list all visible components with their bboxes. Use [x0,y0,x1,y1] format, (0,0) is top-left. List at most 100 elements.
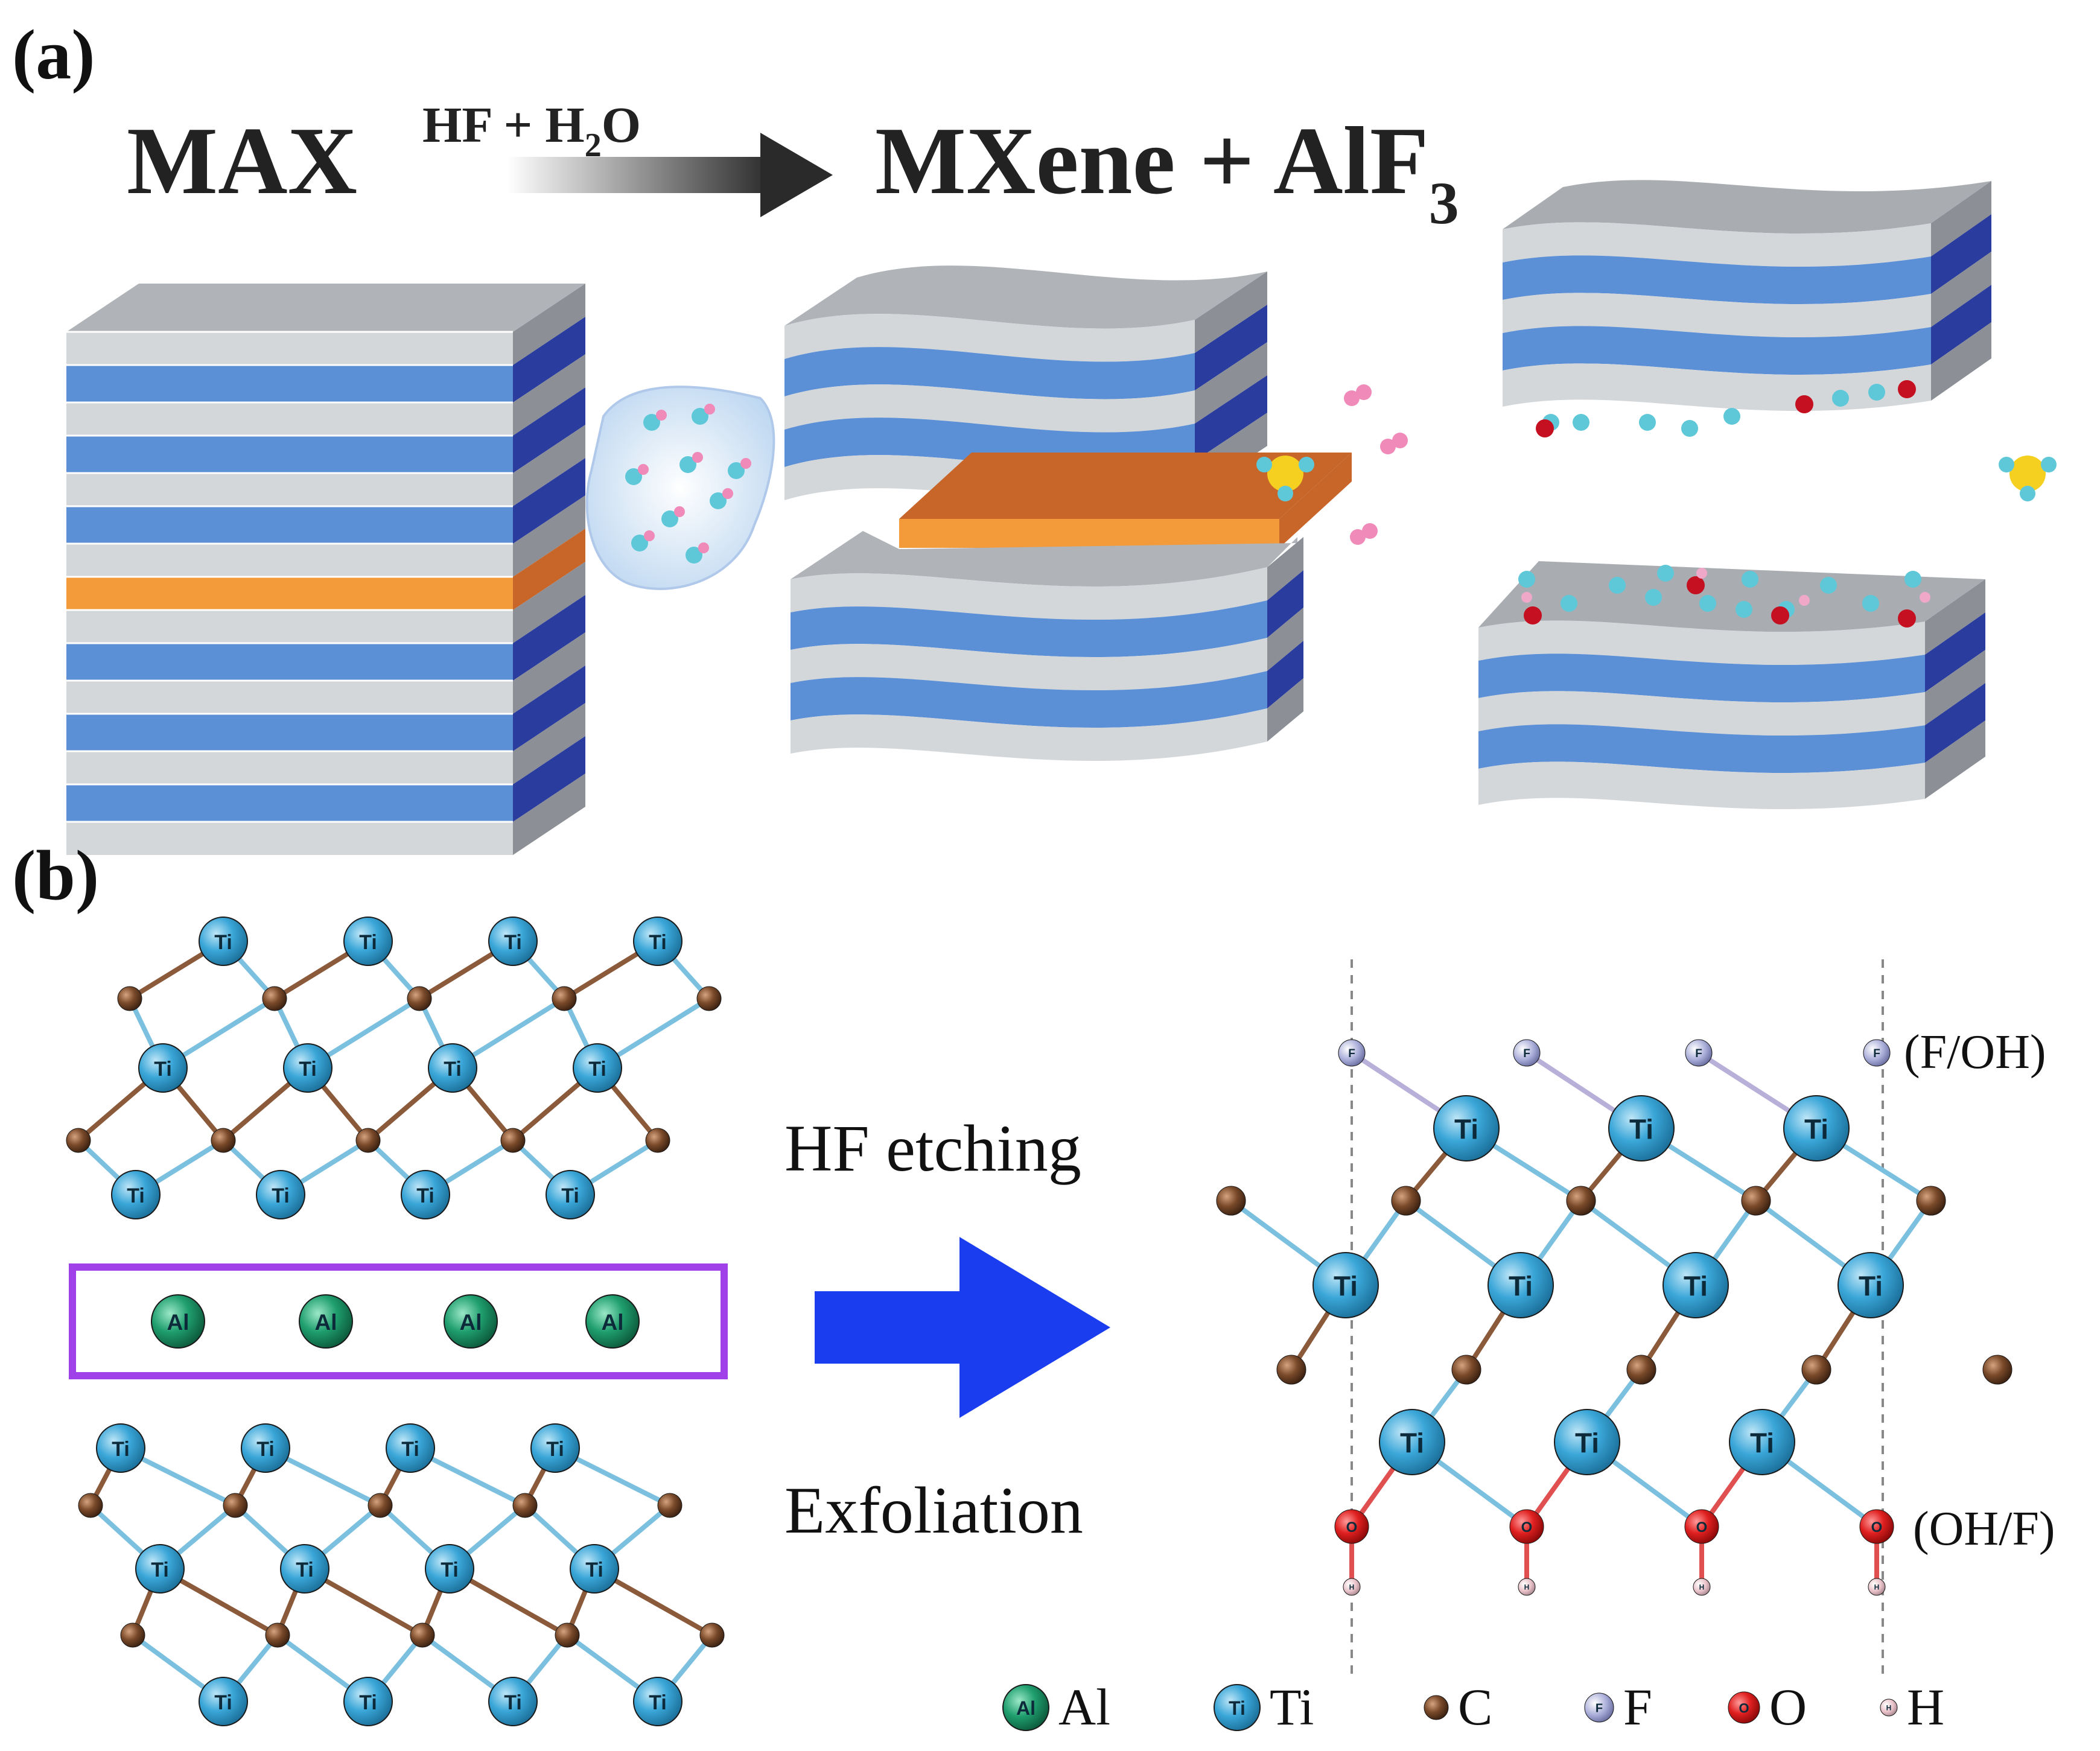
c-layer [66,751,513,784]
c-atom [1741,1186,1771,1216]
f-atom: F [1863,1039,1891,1067]
svg-text:O: O [1521,1519,1533,1536]
ti-atom: Ti [1433,1095,1500,1162]
c-layer [791,567,1267,620]
f-atom: F [1513,1039,1541,1067]
ti-layer [66,643,513,681]
ti-layer [66,365,513,402]
c-atom [355,1128,381,1153]
c-layer [66,681,513,714]
ti-atom: Ti [1662,1252,1729,1318]
c-atom [368,1493,393,1518]
ti-atom: Ti [1554,1409,1620,1475]
c-atom [1391,1186,1421,1216]
svg-text:Ti: Ti [441,1559,459,1581]
c-layer [66,473,513,506]
ti-atom: Ti [138,1043,188,1093]
svg-text:Ti: Ti [444,1058,462,1081]
ti-layer [1503,326,1931,375]
al-atom: Al [585,1294,640,1349]
al-atom: Al [444,1294,498,1349]
svg-text:H: H [1349,1583,1355,1591]
c-atom [657,1493,682,1518]
ti-atom: Ti [386,1423,435,1473]
al-layer-selection-box [69,1263,728,1379]
svg-text:Al: Al [602,1310,624,1335]
ti-layer [1503,255,1931,305]
ti-atom: Ti [256,1170,305,1219]
h-atom: H [1693,1578,1711,1596]
h-atom: H [1868,1578,1886,1596]
ti-atom: Ti [135,1544,185,1594]
c-atom [1982,1355,2012,1385]
legend-h-icon: H [1880,1699,1898,1717]
ti-atom: Ti [1783,1095,1850,1162]
c-atom [410,1622,435,1648]
o-atom: O [1509,1509,1544,1544]
max-layered-stack [66,284,585,855]
c-atom [117,986,142,1011]
c-layer [1478,691,1925,736]
ti-atom: Ti [1729,1409,1795,1475]
ti-layer [1478,724,1925,774]
svg-text:Ti: Ti [1684,1270,1708,1301]
ti-atom: Ti [488,1677,538,1726]
c-atom [555,1622,580,1648]
svg-text:O: O [1696,1519,1708,1536]
ti-atom: Ti [425,1544,474,1594]
c-atom [696,986,722,1011]
svg-text:Ti: Ti [299,1058,317,1081]
ti-layer [66,506,513,544]
h-atom: H [1343,1578,1361,1596]
c-atom [211,1128,236,1153]
step-exfoliation: Exfoliation [784,1473,1083,1547]
ti-atom: Ti [241,1423,290,1473]
ti-atom: Ti [343,1677,393,1726]
c-atom [1216,1186,1246,1216]
svg-text:O: O [1871,1519,1883,1536]
legend-label: H [1907,1678,1944,1736]
c-layer [1503,363,1931,412]
ti-layer [791,671,1267,728]
c-atom [645,1128,670,1153]
o-atom: O [1859,1509,1894,1544]
ti-atom: Ti [1312,1252,1379,1318]
c-layer [66,544,513,577]
svg-text:Ti: Ti [154,1058,172,1081]
ti-layer [66,784,513,822]
svg-text:H: H [1886,1703,1892,1712]
h-atom: H [1518,1578,1536,1596]
svg-text:O: O [1346,1519,1358,1536]
svg-text:Ti: Ti [1509,1270,1533,1301]
ti-atom: Ti [570,1544,619,1594]
c-layer [784,384,1195,433]
ti-atom: Ti [1608,1095,1675,1162]
svg-text:F: F [1873,1047,1880,1060]
svg-text:Ti: Ti [1400,1427,1424,1458]
c-atom [1916,1186,1946,1216]
reagent-label: HF + H2O [422,97,641,164]
c-atom [265,1622,290,1648]
ti-layer [66,714,513,751]
ti-atom: Ti [111,1170,161,1219]
ti-atom: Ti [546,1170,595,1219]
f-atom: F [1685,1039,1713,1067]
c-atom [1801,1355,1831,1385]
c-layer [66,332,513,365]
c-atom [407,986,432,1011]
reaction-arrow [507,133,833,217]
c-atom [1626,1355,1656,1385]
legend-al-icon: Al [1002,1684,1049,1731]
c-atom [120,1622,145,1648]
panel-b-label: (b) [12,836,99,915]
c-atom [1451,1355,1481,1385]
svg-text:Ti: Ti [504,931,522,954]
c-layer [1503,222,1931,267]
svg-text:Ti: Ti [1859,1270,1883,1301]
legend-f-icon: F [1584,1692,1614,1723]
